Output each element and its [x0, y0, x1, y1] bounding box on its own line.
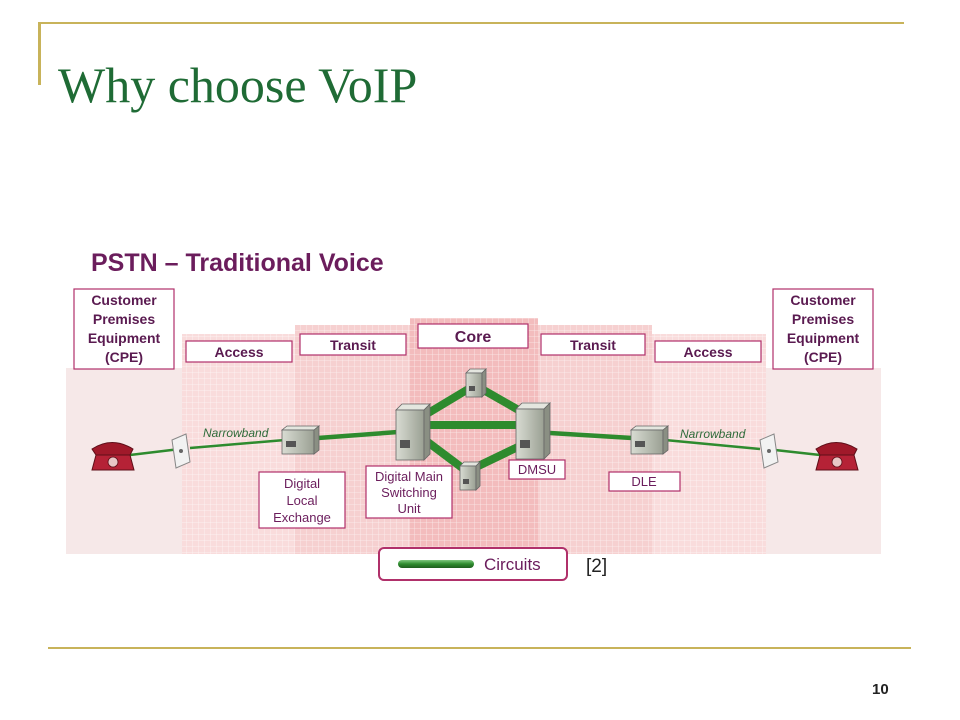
link-narrowband-left: [189, 438, 286, 450]
svg-text:Access: Access: [214, 344, 263, 360]
dle-right-label-box: DLE: [608, 471, 681, 492]
svg-text:Access: Access: [683, 344, 732, 360]
link-core-top-left: [422, 384, 473, 419]
zone-label-access-left: Access: [185, 340, 293, 363]
narrowband-right-label: Narrowband: [680, 427, 746, 441]
left-accent-rule: [38, 23, 41, 85]
dmsu-left-line-3: Unit: [397, 501, 421, 516]
svg-text:Transit: Transit: [570, 337, 616, 353]
svg-text:Core: Core: [455, 329, 492, 346]
dmsu-right-server-icon: [515, 402, 551, 460]
link-core-bottom-left: [422, 436, 468, 474]
cpe-left-line-4: (CPE): [105, 349, 143, 365]
cpe-right-line-1: Customer: [790, 292, 856, 308]
link-dmsu-dle-right: [549, 430, 633, 441]
dmsu-left-server-icon: [395, 403, 431, 461]
link-phone-right: [774, 448, 821, 457]
legend-circuit-swatch: [398, 560, 474, 568]
legend-circuits: Circuits: [378, 547, 568, 581]
dle-left-label-box: Digital Local Exchange: [258, 471, 346, 529]
dle-left-line-2: Local: [286, 493, 317, 508]
cpe-left-line-2: Premises: [93, 311, 155, 327]
wall-socket-right-icon: [759, 433, 779, 469]
telephone-right-icon: [815, 442, 859, 471]
dmsu-right-label-box: DMSU: [508, 459, 566, 480]
svg-text:DMSU: DMSU: [518, 462, 556, 477]
wall-socket-left-icon: [171, 433, 191, 469]
reference-citation: [2]: [586, 556, 607, 577]
core-bottom-server-icon: [459, 461, 481, 491]
dmsu-left-label-box: Digital Main Switching Unit: [365, 465, 453, 519]
link-phone-left: [129, 447, 181, 457]
cpe-right-line-3: Equipment: [787, 330, 860, 346]
narrowband-left-label: Narrowband: [203, 426, 269, 440]
dmsu-left-line-1: Digital Main: [375, 469, 443, 484]
link-dle-dmsu-left: [317, 429, 399, 441]
dle-left-line-1: Digital: [284, 476, 320, 491]
slide-title: Why choose VoIP: [58, 57, 418, 113]
dmsu-left-line-2: Switching: [381, 485, 437, 500]
core-top-server-icon: [465, 368, 487, 398]
zone-label-core: Core: [417, 323, 529, 349]
zone-label-access-right: Access: [654, 340, 762, 363]
diagram-title: PSTN – Traditional Voice: [91, 249, 384, 277]
link-core-top-right: [478, 384, 524, 416]
dle-left-line-3: Exchange: [273, 510, 331, 525]
telephone-left-icon: [91, 442, 135, 471]
svg-text:Transit: Transit: [330, 337, 376, 353]
top-rule: [38, 22, 904, 24]
cpe-right-box: Customer Premises Equipment (CPE): [772, 288, 874, 370]
page-number: 10: [872, 681, 889, 698]
cpe-right-line-2: Premises: [792, 311, 854, 327]
zone-label-transit-right: Transit: [540, 333, 646, 356]
cpe-left-line-3: Equipment: [88, 330, 161, 346]
legend-circuits-label: Circuits: [484, 555, 541, 574]
link-narrowband-right: [664, 438, 761, 451]
svg-text:DLE: DLE: [631, 474, 657, 489]
dle-left-server-icon: [280, 425, 321, 455]
zone-label-transit-left: Transit: [299, 333, 407, 356]
circuit-links: [129, 384, 821, 474]
bottom-rule: [48, 647, 911, 649]
cpe-right-line-4: (CPE): [804, 349, 842, 365]
cpe-left-box: Customer Premises Equipment (CPE): [73, 288, 175, 370]
dle-right-server-icon: [629, 425, 670, 455]
cpe-left-line-1: Customer: [91, 292, 157, 308]
